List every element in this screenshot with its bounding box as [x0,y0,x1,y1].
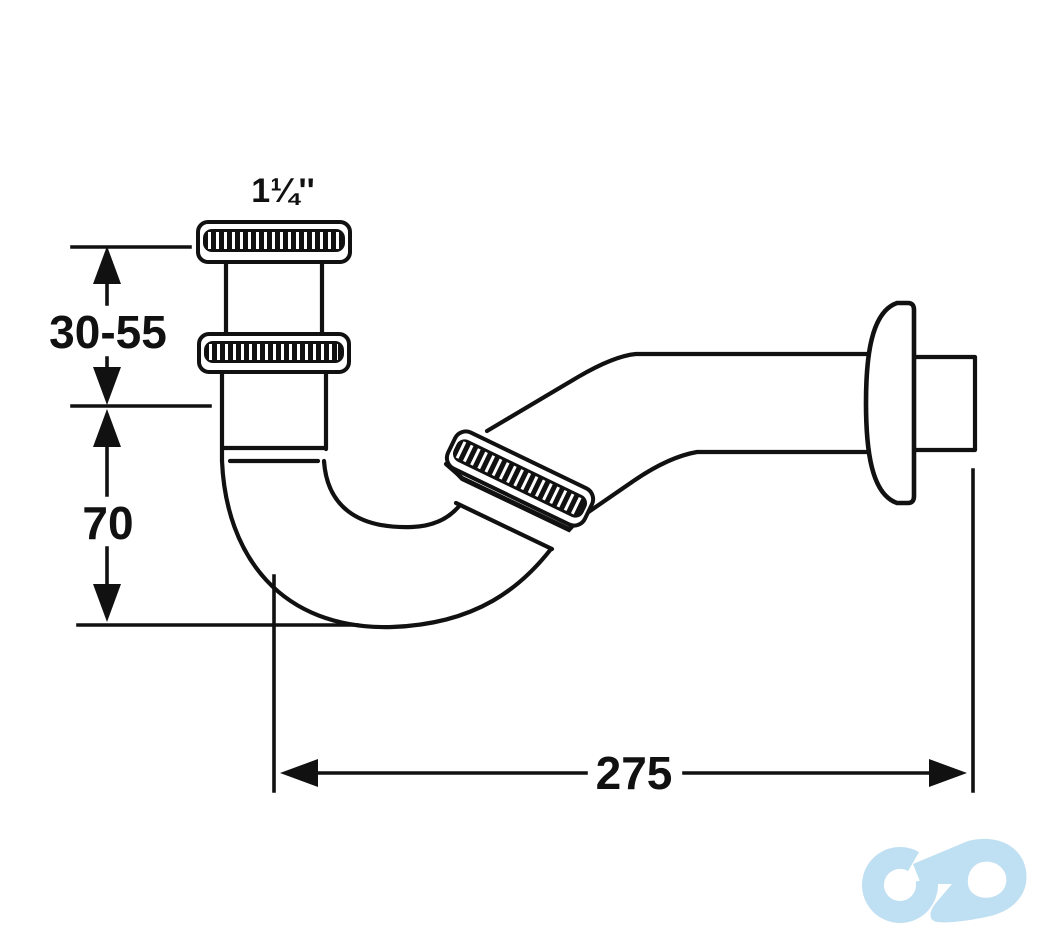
union-nut-knurl-texture [455,441,585,516]
outlet-pipe-top-edge [484,351,872,434]
arrow-down-icon [93,367,121,405]
union-nut [443,429,596,533]
u-bend-inner [321,458,463,530]
logo-c-ring [862,847,938,923]
trap-body [219,258,978,630]
brand-logo [862,838,1027,923]
label-trap-depth: 70 [82,497,133,549]
dimension-30-55: 30-55 [49,245,212,408]
inlet-nut-lower [197,332,351,374]
arrow-left-icon [280,759,318,787]
logo-d-shape [913,838,1027,923]
dimensions: 30-55 70 275 1¼'' [49,172,975,799]
outlet-pipe-bottom-edge [584,449,872,516]
dimension-70: 70 [76,409,359,627]
arrow-right-icon [929,759,967,787]
inlet-pipe-lower [219,368,329,464]
inlet-seam-lines [221,445,327,464]
arrow-up-icon [93,409,121,447]
label-inlet-size: 1¼'' [251,172,314,210]
label-inlet-height-range: 30-55 [49,306,167,358]
cone-seam-line [453,500,555,552]
label-horizontal-length: 275 [596,747,673,799]
inlet-pipe-upper [223,258,325,338]
dimension-275: 275 [272,468,975,799]
wall-stub [910,354,978,453]
inlet-nut-top [196,220,352,264]
arrow-up-icon [93,246,121,284]
wall-flange [863,300,917,506]
u-bend-outer [219,458,554,630]
arrow-down-icon [93,584,121,622]
